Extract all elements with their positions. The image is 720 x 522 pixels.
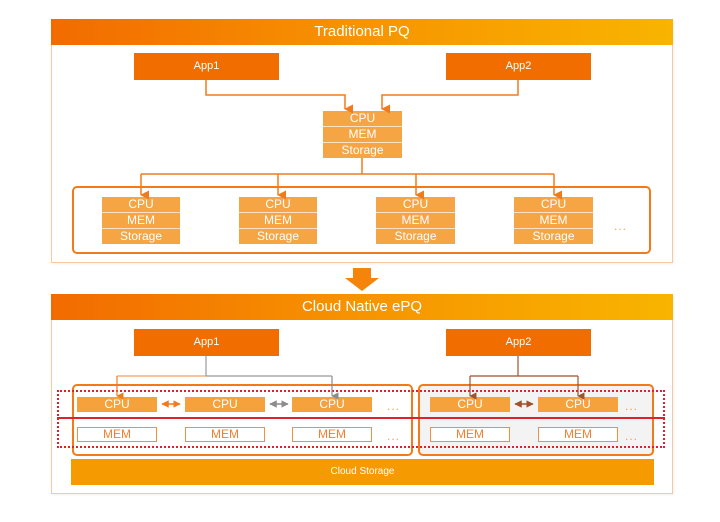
right-group-background xyxy=(419,385,653,455)
left-mem-2: MEM xyxy=(185,427,265,442)
node-2-storage: Storage xyxy=(239,228,317,244)
cloud-native-epq-title: Cloud Native ePQ xyxy=(51,294,673,320)
bottom-app2-box: App2 xyxy=(446,329,591,356)
compute-memory-divider xyxy=(57,417,665,419)
arrow-down-icon xyxy=(345,268,379,291)
central-node: CPU MEM Storage xyxy=(323,111,402,158)
bottom-app1-box: App1 xyxy=(134,329,279,356)
node-3-mem: MEM xyxy=(376,212,455,228)
right-mem-2: MEM xyxy=(538,427,618,442)
left-cpu-1: CPU xyxy=(77,397,157,412)
right-mem-more: ... xyxy=(625,429,639,443)
left-mem-3: MEM xyxy=(292,427,372,442)
left-cpu-3: CPU xyxy=(292,397,372,412)
node-1-storage: Storage xyxy=(102,228,180,244)
node-3-storage: Storage xyxy=(376,228,455,244)
left-cpu-more: ... xyxy=(387,399,401,413)
right-cpu-1: CPU xyxy=(430,397,510,412)
compute-layer-dotted-boundary xyxy=(57,390,665,448)
node-1: CPU MEM Storage xyxy=(102,197,180,244)
central-storage: Storage xyxy=(323,142,402,158)
right-compute-group xyxy=(418,384,654,456)
left-compute-group xyxy=(72,384,413,456)
more-nodes-ellipsis: ... xyxy=(614,219,628,233)
right-mem-1: MEM xyxy=(430,427,510,442)
top-app2-box: App2 xyxy=(446,53,591,80)
left-mem-1: MEM xyxy=(77,427,157,442)
node-4-mem: MEM xyxy=(514,212,593,228)
node-3-cpu: CPU xyxy=(376,197,455,212)
node-2: CPU MEM Storage xyxy=(239,197,317,244)
node-1-mem: MEM xyxy=(102,212,180,228)
node-3: CPU MEM Storage xyxy=(376,197,455,244)
right-cpu-2: CPU xyxy=(538,397,618,412)
central-mem: MEM xyxy=(323,126,402,142)
left-mem-more: ... xyxy=(387,429,401,443)
top-app1-box: App1 xyxy=(134,53,279,80)
node-2-cpu: CPU xyxy=(239,197,317,212)
left-cpu-2: CPU xyxy=(185,397,265,412)
cloud-storage-bar: Cloud Storage xyxy=(71,459,654,485)
node-cluster-box xyxy=(72,186,651,254)
node-2-mem: MEM xyxy=(239,212,317,228)
right-cpu-more: ... xyxy=(625,399,639,413)
node-1-cpu: CPU xyxy=(102,197,180,212)
central-cpu: CPU xyxy=(323,111,402,126)
traditional-pq-title: Traditional PQ xyxy=(51,19,673,45)
node-4-storage: Storage xyxy=(514,228,593,244)
node-4: CPU MEM Storage xyxy=(514,197,593,244)
node-4-cpu: CPU xyxy=(514,197,593,212)
